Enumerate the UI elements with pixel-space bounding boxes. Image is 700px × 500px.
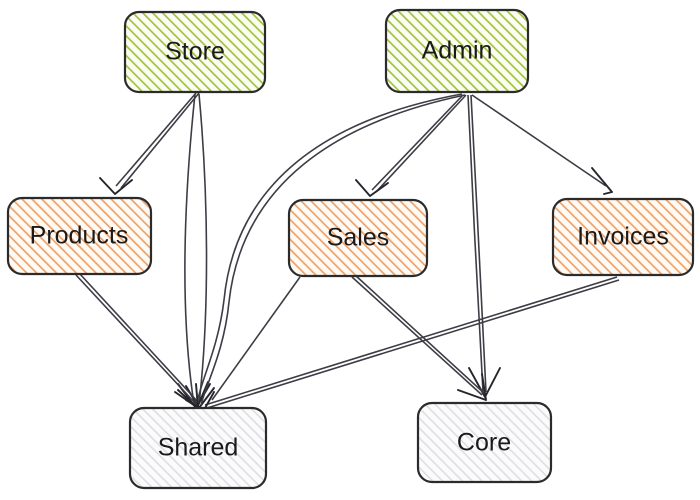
edge-store-products xyxy=(99,92,200,195)
node-products[interactable]: Products xyxy=(6,196,153,276)
node-sales-box[interactable] xyxy=(287,198,429,278)
node-core[interactable]: Core xyxy=(416,401,553,484)
node-layer: Store Admin Products Sales Invoices Shar xyxy=(6,8,695,490)
edge-admin-shared-2 xyxy=(200,94,466,406)
node-invoices-box[interactable] xyxy=(551,197,695,277)
edge-admin-core xyxy=(467,94,501,398)
edge-invoices-shared xyxy=(185,276,620,411)
node-store-box[interactable] xyxy=(123,10,267,94)
node-products-box[interactable] xyxy=(6,196,153,276)
edge-sales-core xyxy=(351,274,487,401)
edge-products-shared xyxy=(75,272,200,409)
edge-store-shared xyxy=(177,93,211,409)
node-admin-box[interactable] xyxy=(384,8,530,94)
edge-layer xyxy=(75,92,620,411)
node-core-box[interactable] xyxy=(416,401,553,484)
node-shared-box[interactable] xyxy=(128,406,268,490)
node-store[interactable]: Store xyxy=(123,10,267,94)
node-invoices[interactable]: Invoices xyxy=(551,197,695,277)
node-sales[interactable]: Sales xyxy=(287,198,429,278)
node-shared[interactable]: Shared xyxy=(128,406,268,490)
edge-admin-sales xyxy=(355,94,467,197)
node-admin[interactable]: Admin xyxy=(384,8,530,94)
edge-crossing-stub xyxy=(211,276,301,401)
edge-admin-invoices xyxy=(471,94,613,195)
